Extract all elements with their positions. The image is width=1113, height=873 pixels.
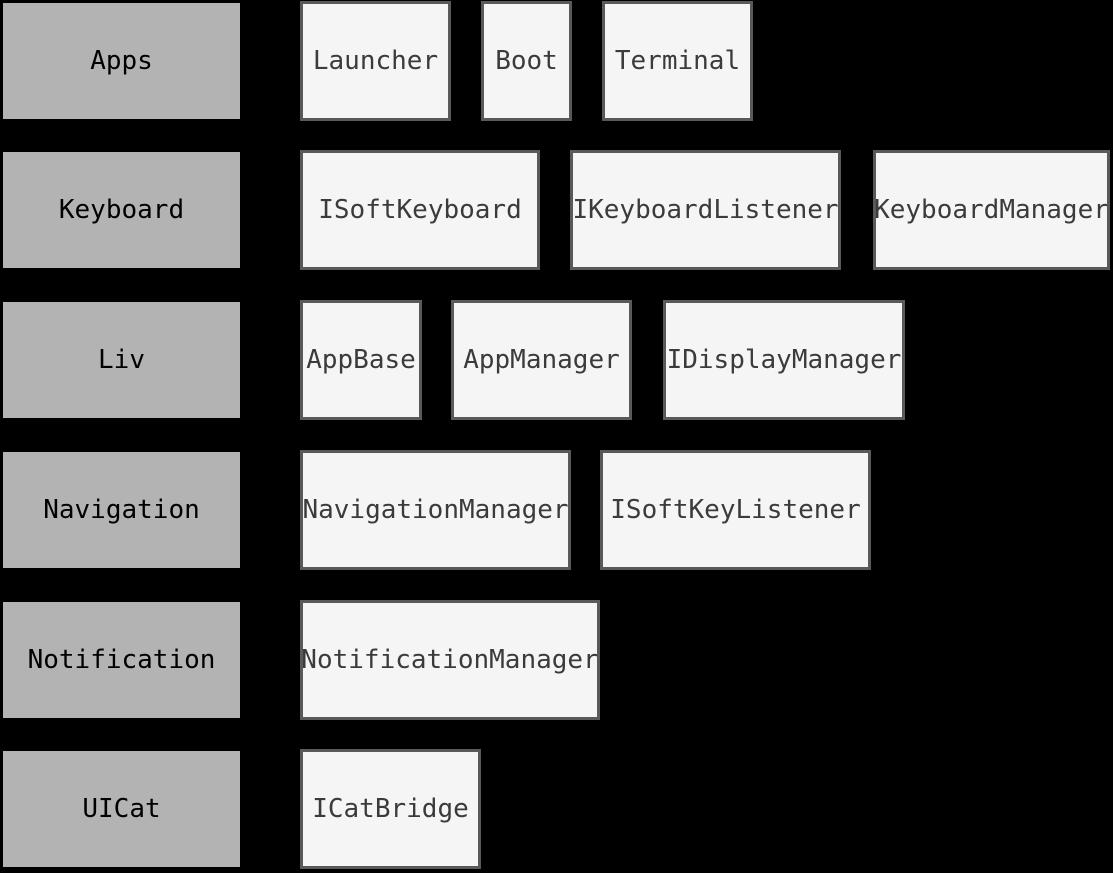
module-list-keyboard: ISoftKeyboard IKeyboardListener Keyboard… — [300, 150, 1110, 270]
diagram-row-notification: Notification NotificationManager — [0, 600, 1113, 722]
group-box-keyboard: Keyboard — [3, 152, 240, 268]
module-box-appbase: AppBase — [300, 300, 422, 420]
module-box-idisplaymanager: IDisplayManager — [663, 300, 905, 420]
module-list-navigation: NavigationManager ISoftKeyListener — [300, 450, 871, 570]
group-box-navigation: Navigation — [3, 452, 240, 568]
diagram-row-uicat: UICat ICatBridge — [0, 749, 1113, 871]
module-box-terminal: Terminal — [602, 1, 753, 121]
module-list-apps: Launcher Boot Terminal — [300, 1, 753, 121]
group-box-uicat: UICat — [3, 751, 240, 867]
module-box-appmanager: AppManager — [451, 300, 632, 420]
group-box-liv: Liv — [3, 302, 240, 418]
module-box-boot: Boot — [481, 1, 572, 121]
module-box-isoftkeylistener: ISoftKeyListener — [600, 450, 871, 570]
module-list-uicat: ICatBridge — [300, 749, 481, 869]
group-box-notification: Notification — [3, 602, 240, 718]
diagram-row-apps: Apps Launcher Boot Terminal — [0, 1, 1113, 123]
module-box-ikeyboardlistener: IKeyboardListener — [570, 150, 841, 270]
module-list-liv: AppBase AppManager IDisplayManager — [300, 300, 905, 420]
group-box-apps: Apps — [3, 3, 240, 119]
module-list-notification: NotificationManager — [300, 600, 600, 720]
diagram-row-liv: Liv AppBase AppManager IDisplayManager — [0, 300, 1113, 422]
module-box-navigationmanager: NavigationManager — [300, 450, 571, 570]
module-box-icatbridge: ICatBridge — [300, 749, 481, 869]
module-box-launcher: Launcher — [300, 1, 451, 121]
module-box-keyboardmanager: KeyboardManager — [873, 150, 1110, 270]
diagram-row-keyboard: Keyboard ISoftKeyboard IKeyboardListener… — [0, 150, 1113, 272]
module-box-isoftkeyboard: ISoftKeyboard — [300, 150, 540, 270]
diagram-row-navigation: Navigation NavigationManager ISoftKeyLis… — [0, 450, 1113, 572]
module-box-notificationmanager: NotificationManager — [300, 600, 600, 720]
